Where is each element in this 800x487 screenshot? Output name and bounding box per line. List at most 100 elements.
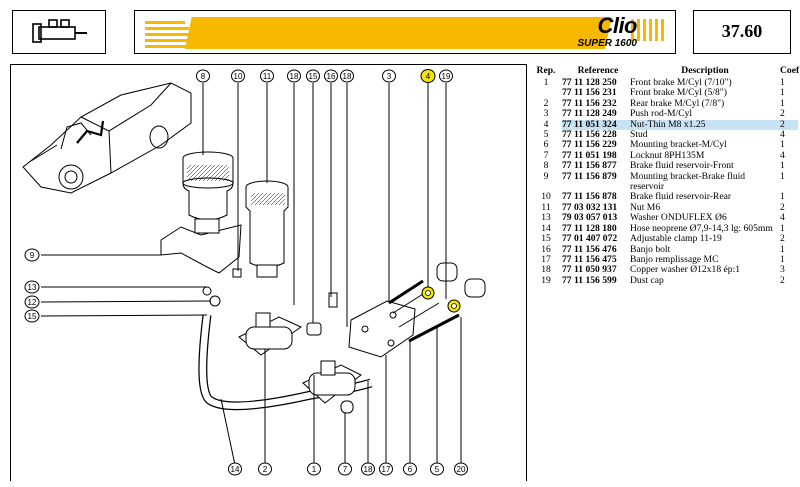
callout-16: 16 <box>324 69 338 83</box>
reference-cell: 79 03 057 013 <box>562 212 618 224</box>
svg-text:8: 8 <box>201 72 206 81</box>
rep-cell: 13 <box>541 212 551 224</box>
reference-cell: 77 11 156 878 <box>562 191 617 203</box>
svg-text:18: 18 <box>290 72 299 81</box>
svg-text:10: 10 <box>234 72 243 81</box>
callout-1: 1 <box>307 462 321 476</box>
reference-cell: 77 11 156 877 <box>562 160 617 172</box>
rep-cell: 1 <box>543 77 549 88</box>
coef-cell: 2 <box>780 119 798 131</box>
reference-cell: 77 11 128 180 <box>562 222 617 234</box>
svg-text:7: 7 <box>343 465 348 474</box>
reference-cell: 77 11 156 599 <box>562 274 617 286</box>
reference-cell: 77 11 156 879 <box>562 170 617 182</box>
reference-cell: 77 11 156 229 <box>562 139 617 151</box>
table-row[interactable]: 14 77 11 128 180 Hose neoprene Ø7,9-14,3 l… <box>530 222 798 234</box>
col-description: Description <box>681 65 729 76</box>
callout-3: 3 <box>382 69 396 83</box>
reference-cell: 77 03 032 131 <box>562 201 618 213</box>
svg-text:18: 18 <box>343 72 352 81</box>
svg-text:5: 5 <box>435 465 440 474</box>
rep-cell: 9 <box>543 170 549 182</box>
description-cell: Brake fluid reservoir-Rear <box>630 191 732 203</box>
section-code-box: 37.60 <box>693 10 791 54</box>
svg-text:20: 20 <box>457 465 466 474</box>
clio-logo-text: Clio <box>597 13 637 38</box>
svg-text:12: 12 <box>28 298 37 307</box>
rep-cell: 3 <box>543 108 549 120</box>
col-rep: Rep. <box>536 65 556 76</box>
description-cell: Copper washer Ø12x18 ép:1 <box>630 264 741 276</box>
callout-2: 2 <box>258 462 272 476</box>
description-cell: Nut-Thin M8 x1.25 <box>628 119 780 131</box>
callout-6: 6 <box>403 462 417 476</box>
coef-cell: 1 <box>780 139 785 151</box>
rep-cell: 4 <box>543 118 549 130</box>
callout-20: 20 <box>454 462 468 476</box>
reference-cell: 77 11 128 250 <box>562 77 617 88</box>
svg-text:3: 3 <box>387 72 392 81</box>
table-row[interactable]: 8 77 11 156 877 Brake fluid reservoir-Fron… <box>530 160 798 172</box>
rep-cell: 16 <box>541 243 551 255</box>
brake-system-drawing: 8 10 11 18 15 16 18 3 4 19 9 13 12 15 14… <box>22 69 486 476</box>
rep-cell: 14 <box>541 222 551 234</box>
rep-cell: 11 <box>541 201 551 213</box>
description-cell: Front brake M/Cyl (7/10") <box>630 77 732 88</box>
reference-cell: 77 11 156 228 <box>562 129 617 141</box>
coef-cell: 1 <box>780 191 785 203</box>
description-cell: Brake fluid reservoir-Front <box>630 160 734 172</box>
svg-text:14: 14 <box>231 465 240 474</box>
callout-18-c: 18 <box>361 462 375 476</box>
coef-cell: 2 <box>780 274 785 286</box>
super1600-logo-text: SUPER 1600 <box>577 38 637 49</box>
reference-cell: 77 11 156 475 <box>562 253 617 265</box>
coef-cell: 1 <box>780 97 785 109</box>
coef-cell: 2 <box>780 201 785 213</box>
svg-text:16: 16 <box>327 72 336 81</box>
rep-cell: 19 <box>541 274 551 286</box>
callout-19: 19 <box>439 69 453 83</box>
description-cell: Hose neoprene Ø7,9-14,3 lg: 605mm <box>630 222 773 234</box>
rep-cell: 17 <box>541 253 551 265</box>
reference-cell: 77 11 051 198 <box>562 149 617 161</box>
parts-table-body: 1 77 11 128 250 Front brake M/Cyl (7/10") 1… <box>530 77 798 286</box>
reservoir-rear-drawing <box>245 180 289 278</box>
rep-cell: 7 <box>543 149 549 161</box>
callout-15-b: 15 <box>24 309 40 323</box>
svg-text:18: 18 <box>364 465 373 474</box>
reference-cell: 77 11 128 249 <box>562 108 617 120</box>
master-cylinders-drawing <box>202 268 416 414</box>
callout-18-b: 18 <box>340 69 354 83</box>
description-cell: Push rod-M/Cyl <box>630 108 693 120</box>
svg-text:13: 13 <box>28 283 37 292</box>
coef-cell: 1 <box>780 160 785 172</box>
callout-4-highlighted: 4 <box>420 69 436 83</box>
callout-9: 9 <box>24 248 40 262</box>
description-cell: Front brake M/Cyl (5/8") <box>630 87 727 99</box>
description-cell: Mounting bracket-M/Cyl <box>630 139 727 151</box>
callout-7: 7 <box>338 462 352 476</box>
svg-text:9: 9 <box>30 251 35 260</box>
rep-cell: 2 <box>543 97 549 109</box>
rep-cell: 8 <box>543 160 549 172</box>
callout-15-a: 15 <box>306 69 320 83</box>
yellow-stripes-graphic <box>145 17 664 49</box>
